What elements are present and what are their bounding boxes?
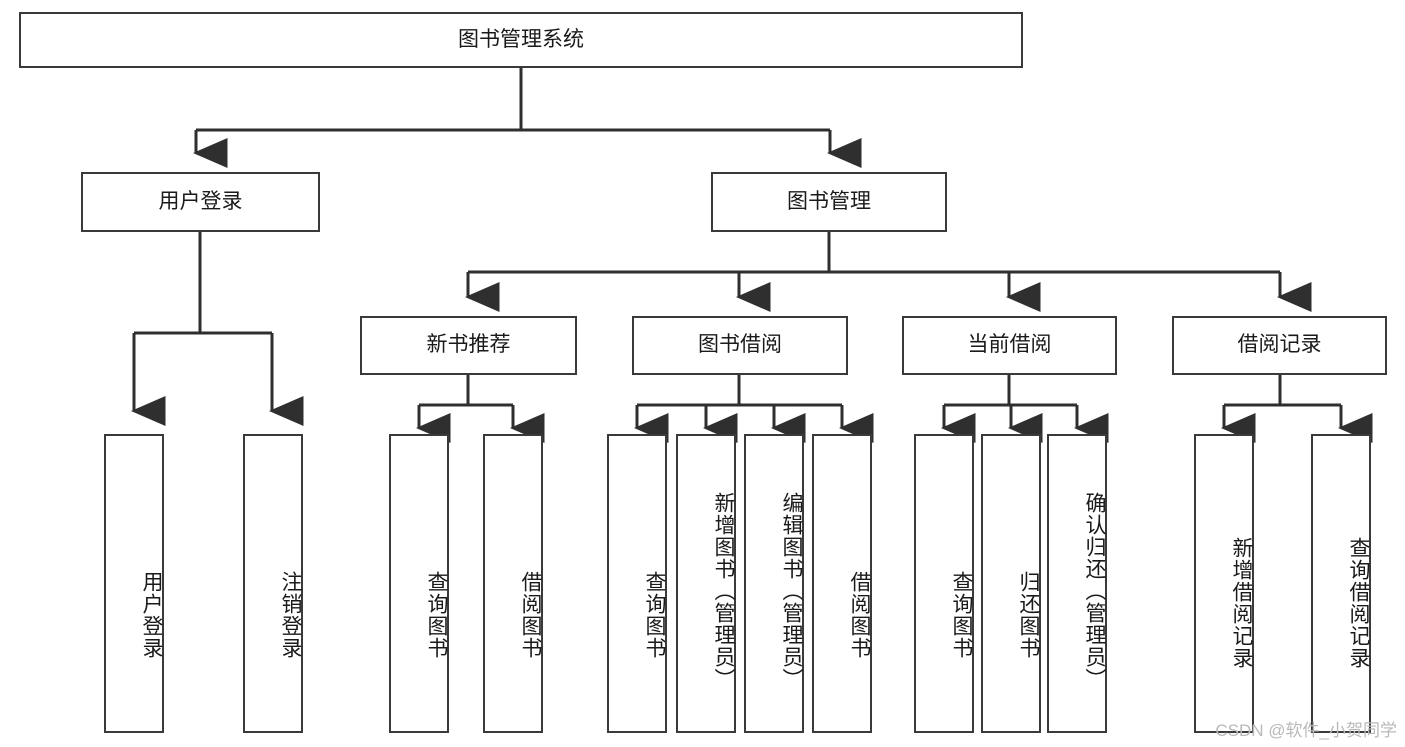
node-current-borrow-label: 当前借阅 — [967, 333, 1052, 357]
node-user-login[interactable]: 用户登录 — [81, 172, 320, 232]
leaf-current-return-book-label: 归还图书 — [1017, 570, 1040, 659]
node-book-management[interactable]: 图书管理 — [711, 172, 947, 232]
leaf-current-confirm-return[interactable]: 确认归还（管理员） — [1047, 434, 1107, 733]
node-book-borrow[interactable]: 图书借阅 — [632, 316, 848, 375]
leaf-current-query-book[interactable]: 查询图书 — [914, 434, 974, 733]
node-current-borrow[interactable]: 当前借阅 — [902, 316, 1117, 375]
node-user-login-label: 用户登录 — [158, 189, 243, 213]
leaf-current-return-book[interactable]: 归还图书 — [981, 434, 1041, 733]
watermark: CSDN @软件_小贺同学 — [1215, 721, 1397, 740]
leaf-borrow-add-book[interactable]: 新增图书（管理员） — [676, 434, 736, 733]
leaf-current-query-book-label: 查询图书 — [950, 570, 973, 659]
leaf-borrow-borrow-book[interactable]: 借阅图书 — [812, 434, 872, 733]
leaf-records-add-label: 新增借阅记录 — [1230, 536, 1253, 669]
node-new-book-recommend-label: 新书推荐 — [426, 333, 511, 357]
node-new-book-recommend[interactable]: 新书推荐 — [360, 316, 577, 375]
leaf-borrow-borrow-book-label: 借阅图书 — [848, 570, 871, 659]
node-borrow-records[interactable]: 借阅记录 — [1172, 316, 1387, 375]
leaf-logout-label: 注销登录 — [279, 570, 302, 659]
leaf-new-book-query-label: 查询图书 — [425, 570, 448, 659]
leaf-new-book-query[interactable]: 查询图书 — [389, 434, 449, 733]
node-root-label: 图书管理系统 — [458, 27, 584, 51]
leaf-logout[interactable]: 注销登录 — [243, 434, 303, 733]
leaf-borrow-edit-book[interactable]: 编辑图书（管理员） — [744, 434, 804, 733]
leaf-user-login-label: 用户登录 — [140, 570, 163, 659]
node-book-management-label: 图书管理 — [787, 189, 871, 213]
leaf-borrow-add-book-label: 新增图书（管理员） — [712, 491, 735, 690]
node-root[interactable]: 图书管理系统 — [19, 12, 1023, 68]
leaf-user-login[interactable]: 用户登录 — [104, 434, 164, 733]
node-borrow-records-label: 借阅记录 — [1237, 333, 1322, 357]
leaf-records-query[interactable]: 查询借阅记录 — [1311, 434, 1371, 733]
leaf-records-add[interactable]: 新增借阅记录 — [1194, 434, 1254, 733]
leaf-current-confirm-return-label: 确认归还（管理员） — [1083, 491, 1106, 690]
leaf-records-query-label: 查询借阅记录 — [1347, 536, 1370, 669]
leaf-new-book-borrow[interactable]: 借阅图书 — [483, 434, 543, 733]
node-book-borrow-label: 图书借阅 — [698, 333, 782, 357]
leaf-borrow-query-book-label: 查询图书 — [643, 570, 666, 659]
leaf-new-book-borrow-label: 借阅图书 — [519, 570, 542, 659]
leaf-borrow-edit-book-label: 编辑图书（管理员） — [780, 491, 803, 690]
leaf-borrow-query-book[interactable]: 查询图书 — [607, 434, 667, 733]
